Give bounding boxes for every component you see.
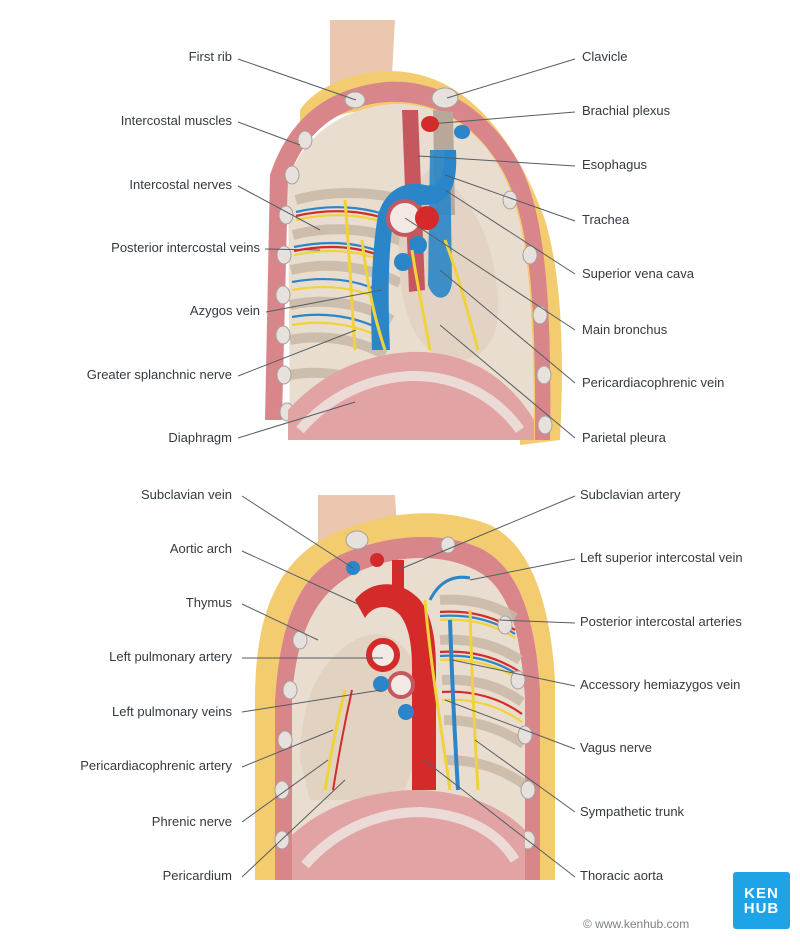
leader-left-superior-intercostal-vein	[469, 558, 576, 581]
label-superior-vena-cava: Superior vena cava	[582, 266, 695, 281]
leader-greater-splanchnic-nerve	[237, 329, 357, 377]
label-aortic-arch: Aortic arch	[169, 541, 232, 556]
leader-intercostal-nerves	[237, 185, 321, 231]
label-accessory-hemiazygos-vein: Accessory hemiazygos vein	[580, 677, 741, 692]
leader-posterior-intercostal-arteries	[499, 619, 576, 624]
leader-vagus-nerve	[444, 699, 576, 750]
kenhub-logo: KEN HUB	[733, 872, 790, 929]
label-left-superior-intercostal-vein: Left superior intercostal vein	[580, 550, 743, 565]
left-superior-intercostal-vein	[428, 575, 471, 601]
pericardiacophrenic-artery	[332, 689, 353, 791]
label-trachea: Trachea	[582, 212, 630, 227]
leader-main-bronchus	[404, 217, 576, 331]
leader-parietal-pleura	[439, 324, 576, 439]
label-main-bronchus: Main bronchus	[582, 322, 668, 337]
diaphragm-2	[292, 790, 525, 880]
leader-left-pulmonary-veins	[241, 689, 382, 713]
leader-clavicle	[446, 58, 576, 99]
leader-accessory-hemiazygos-vein	[451, 659, 576, 687]
label-greater-splanchnic-nerve: Greater splanchnic nerve	[86, 367, 232, 382]
leader-azygos-vein	[265, 289, 383, 313]
label-first-rib: First rib	[188, 49, 232, 64]
diaphragm	[288, 351, 534, 440]
leader-lines	[237, 58, 576, 878]
label-intercostal-nerves: Intercostal nerves	[129, 177, 232, 192]
logo-line-2: HUB	[743, 899, 780, 917]
leader-esophagus	[417, 155, 576, 167]
leader-intercostal-muscles	[237, 121, 301, 146]
label-subclavian-artery: Subclavian artery	[580, 487, 681, 502]
top-illustration	[265, 20, 562, 446]
nerves	[343, 199, 480, 351]
leader-phrenic-nerve	[241, 759, 329, 823]
leader-sympathetic-trunk	[474, 739, 576, 813]
left-bronchus	[387, 671, 415, 699]
leader-superior-vena-cava	[444, 189, 576, 275]
label-clavicle: Clavicle	[582, 49, 628, 64]
copyright-footer: © www.kenhub.com	[583, 917, 690, 931]
left-pulmonary-artery	[366, 638, 400, 672]
leader-posterior-intercostal-veins	[264, 248, 321, 251]
label-posterior-intercostal-veins: Posterior intercostal veins	[111, 240, 260, 255]
label-parietal-pleura: Parietal pleura	[582, 430, 666, 445]
nerves-2	[323, 599, 480, 791]
leader-subclavian-vein	[241, 495, 354, 569]
left-pulmonary-vein-1	[373, 676, 389, 692]
label-brachial-plexus: Brachial plexus	[582, 103, 671, 118]
label-subclavian-vein: Subclavian vein	[140, 487, 232, 502]
label-pericardiacophrenic-artery: Pericardiacophrenic artery	[80, 758, 232, 773]
leader-trachea	[444, 174, 576, 222]
label-vagus-nerve: Vagus nerve	[580, 740, 653, 755]
label-thymus: Thymus	[185, 595, 232, 610]
logo-line-1: KEN	[744, 884, 779, 902]
leader-pericardiacophrenic-vein	[439, 269, 576, 384]
label-esophagus: Esophagus	[582, 157, 648, 172]
leader-thymus	[241, 603, 319, 641]
leader-diaphragm	[237, 401, 356, 439]
label-left-pulmonary-artery: Left pulmonary artery	[109, 649, 232, 664]
leader-pericardium	[241, 779, 346, 878]
left-pulmonary-vein-2	[398, 704, 414, 720]
subclavian-artery	[392, 560, 404, 605]
label-sympathetic-trunk: Sympathetic trunk	[580, 804, 685, 819]
superior-vena-cava	[428, 150, 452, 298]
leader-subclavian-artery	[397, 495, 576, 571]
leader-pericardiacophrenic-artery	[241, 729, 334, 768]
label-intercostal-muscles: Intercostal muscles	[120, 113, 232, 128]
bottom-illustration	[255, 495, 555, 880]
aorta	[355, 584, 436, 790]
label-pericardiacophrenic-vein: Pericardiacophrenic vein	[582, 375, 725, 390]
label-pericardium: Pericardium	[162, 868, 232, 883]
label-left-pulmonary-veins: Left pulmonary veins	[112, 704, 232, 719]
hemiazygos-vein	[448, 619, 460, 791]
rib-sections-2	[274, 530, 536, 850]
label-azygos-vein: Azygos vein	[189, 303, 260, 318]
leader-aortic-arch	[241, 550, 361, 606]
label-phrenic-nerve: Phrenic nerve	[151, 814, 232, 829]
leader-brachial-plexus	[429, 111, 576, 125]
leader-thoracic-aorta	[423, 759, 576, 878]
label-posterior-intercostal-arteries: Posterior intercostal arteries	[580, 614, 742, 629]
rib-sections	[275, 87, 553, 435]
label-thoracic-aorta: Thoracic aorta	[580, 868, 664, 883]
leader-first-rib	[237, 58, 357, 101]
label-diaphragm: Diaphragm	[168, 430, 232, 445]
